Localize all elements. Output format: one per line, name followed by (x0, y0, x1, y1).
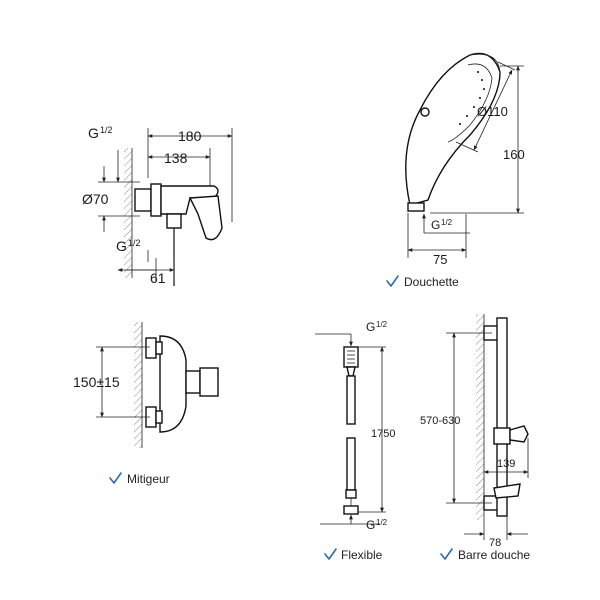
caption-flexible-text: Flexible (341, 548, 383, 562)
check-icon (324, 548, 337, 560)
rail-labels: 570-630 139 78 (420, 415, 515, 549)
mixer-front-neck (185, 370, 201, 394)
label-150: 150±15 (73, 374, 120, 390)
mixer-outlet (166, 213, 182, 229)
label-hose-frac-bottom: 1/2 (376, 518, 388, 527)
label-138: 138 (164, 150, 188, 166)
label-78: 78 (489, 537, 501, 549)
caption-douchette-text: Douchette (404, 275, 459, 289)
rail-slider (493, 427, 511, 445)
label-d70: Ø70 (82, 191, 109, 207)
label-handshower-frac: 1/2 (441, 218, 453, 227)
hose-tube-bottom (346, 437, 356, 491)
wall-hatch (124, 148, 132, 278)
label-g-bottom: G (116, 238, 127, 254)
check-icon (440, 548, 453, 560)
caption-mitigeur-text: Mitigeur (127, 472, 170, 486)
label-75: 75 (433, 252, 447, 267)
mixer-body-outline (160, 185, 219, 215)
mixer-eccentric (134, 188, 152, 212)
check-icon (109, 472, 122, 484)
label-frac-bottom: 1/2 (128, 238, 141, 248)
wall-hatch-rail (476, 314, 484, 520)
hose-bottom-fitting (343, 505, 359, 515)
mixer-nut (150, 183, 162, 217)
mixer-front-nut-top (145, 337, 157, 359)
check-icon (386, 275, 399, 287)
hose-top-fitting (343, 346, 359, 368)
label-hose-frac-top: 1/2 (376, 320, 388, 329)
label-180: 180 (178, 128, 202, 144)
rail-bar (496, 317, 508, 517)
caption-barre: Barre douche (440, 548, 530, 562)
mixer-lever (188, 195, 223, 241)
hose-view (315, 333, 386, 525)
mixer-front-view (96, 322, 219, 448)
hose-labels: G 1/2 1750 G 1/2 (366, 320, 395, 532)
label-61: 61 (150, 270, 166, 286)
rail-soap-dish (493, 483, 521, 499)
handshower-button (420, 107, 430, 117)
wall-hatch-front (134, 322, 142, 448)
label-d110: Ø110 (477, 104, 508, 119)
hose-tube-top (346, 375, 356, 425)
caption-barre-text: Barre douche (458, 548, 530, 562)
handshower-view (405, 52, 524, 258)
rail-holder (509, 425, 529, 443)
label-hose-g-top: G (366, 320, 375, 334)
label-570-630: 570-630 (420, 415, 460, 427)
caption-mitigeur: Mitigeur (109, 472, 170, 486)
mixer-side-view (98, 128, 233, 286)
mixer-front-body (159, 335, 187, 433)
label-g-top: G (88, 125, 99, 141)
label-handshower-g: G (431, 218, 440, 232)
rail-view (446, 314, 529, 540)
caption-flexible: Flexible (324, 548, 383, 562)
handshower-body (405, 52, 501, 206)
mixer-side-labels: G 1/2 180 138 Ø70 G 1/2 61 (82, 125, 202, 286)
label-1750: 1750 (371, 428, 395, 440)
label-160: 160 (503, 147, 525, 162)
label-frac-top: 1/2 (100, 125, 113, 135)
handshower-labels: Ø110 160 G 1/2 75 (431, 104, 525, 267)
mixer-front-handle (199, 367, 219, 397)
caption-douchette: Douchette (386, 275, 459, 289)
handshower-connector (407, 202, 425, 212)
label-hose-g-bottom: G (366, 518, 375, 532)
label-139: 139 (497, 458, 515, 470)
